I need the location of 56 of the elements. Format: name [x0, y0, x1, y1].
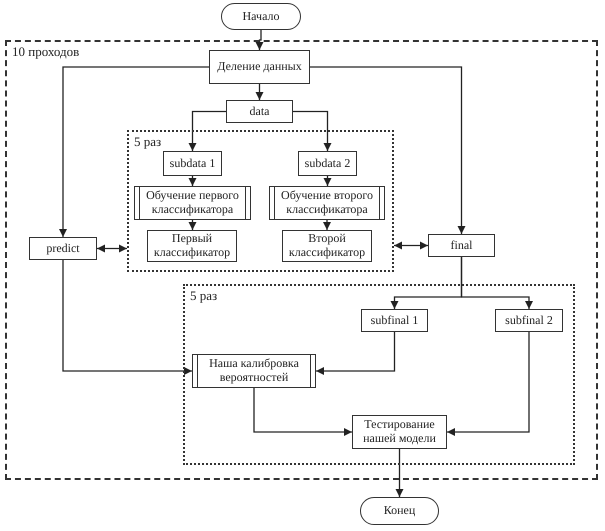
- process-box: [352, 415, 447, 449]
- process-box: [29, 237, 97, 260]
- process-box: [361, 309, 428, 332]
- process-box: [163, 151, 222, 176]
- node-label: subfinal 2: [504, 314, 554, 328]
- node-label: subdata 2: [304, 156, 352, 170]
- loop-frame: [183, 284, 575, 465]
- predefined-process-box: [134, 186, 251, 220]
- loop-label: 5 раз: [190, 288, 218, 304]
- node-label: Конец: [382, 504, 416, 518]
- arrow: [256, 30, 264, 50]
- node-label: Начало: [242, 10, 280, 24]
- process-box: [495, 309, 563, 332]
- process-box: [147, 230, 237, 262]
- node-label: Первый классификатор: [152, 232, 232, 260]
- arrow: [62, 260, 192, 375]
- arrow: [447, 332, 530, 436]
- loop-frame: [5, 40, 598, 480]
- arrow: [188, 220, 196, 230]
- node-label: predict: [45, 242, 81, 256]
- predefined-process-box: [192, 354, 316, 388]
- loop-label: 10 проходов: [12, 44, 80, 60]
- arrow: [460, 257, 533, 309]
- node-label: data: [248, 104, 270, 118]
- process-box: [226, 100, 293, 123]
- loop-label: 5 раз: [134, 134, 162, 150]
- node-label: subdata 1: [168, 156, 216, 170]
- arrow: [97, 244, 127, 252]
- arrow: [59, 66, 209, 237]
- arrow: [188, 176, 196, 186]
- arrow: [323, 220, 331, 230]
- node-label: Второй классификатор: [288, 232, 366, 260]
- loop-frame: [127, 130, 394, 272]
- process-box: [282, 230, 372, 262]
- arrow: [324, 176, 332, 186]
- terminator-box: [221, 3, 301, 30]
- terminator-box: [360, 497, 439, 525]
- node-label: Обучение первого классификатора: [145, 189, 240, 217]
- arrow: [293, 110, 332, 151]
- node-label: Тестирование нашей модели: [362, 418, 437, 446]
- node-label: final: [450, 238, 474, 252]
- node-label: Деление данных: [216, 60, 303, 74]
- arrow: [188, 110, 226, 151]
- arrow: [316, 332, 396, 375]
- arrow: [396, 449, 404, 497]
- arrow: [310, 66, 466, 234]
- node-label: subfinal 1: [370, 314, 420, 328]
- arrow: [256, 84, 264, 100]
- process-box: [209, 50, 310, 84]
- node-label: Обучение второго классификатора: [280, 189, 374, 217]
- process-box: [298, 151, 357, 176]
- process-box: [428, 234, 495, 257]
- arrow: [253, 388, 352, 436]
- node-label: Наша калибровка вероятностей: [208, 357, 300, 385]
- arrow: [394, 242, 428, 250]
- predefined-process-box: [269, 186, 385, 220]
